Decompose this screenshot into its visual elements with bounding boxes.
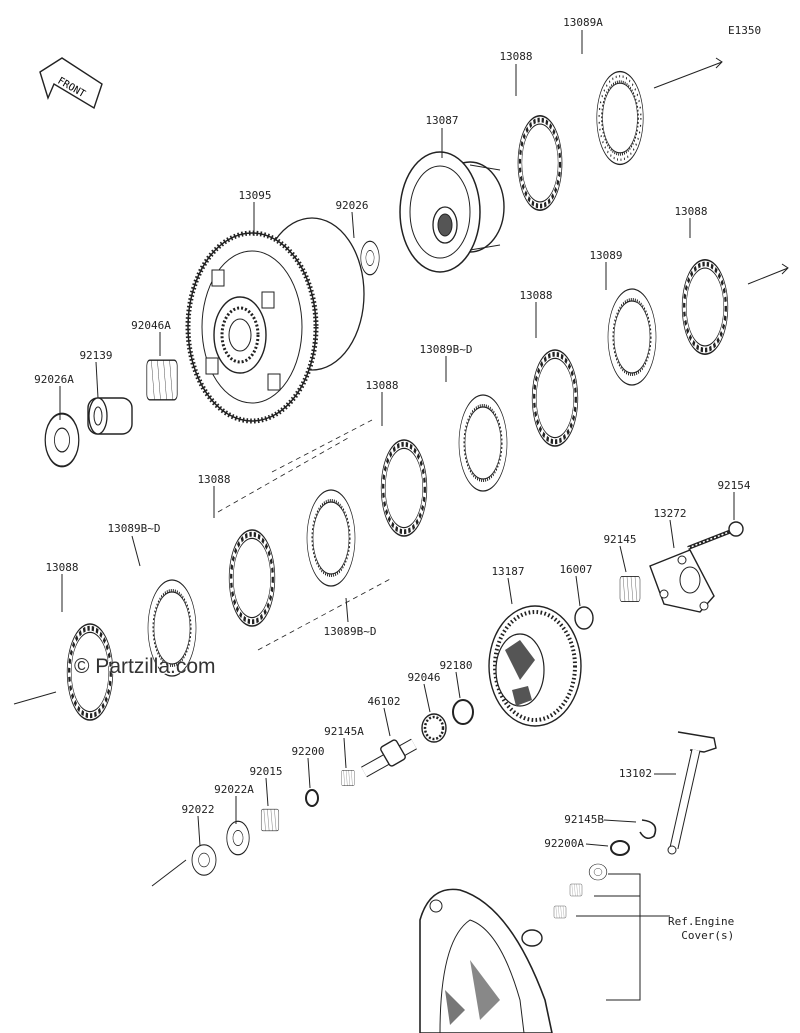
label-13088-b: 13088 bbox=[674, 205, 708, 218]
washer-ref-cover bbox=[588, 863, 608, 881]
pressure-plate-13187 bbox=[488, 605, 582, 727]
ring-92200a bbox=[610, 840, 630, 856]
label-13087: 13087 bbox=[425, 114, 459, 127]
label-92026a: 92026A bbox=[34, 373, 74, 386]
pointer-arrow-bottom bbox=[151, 859, 187, 887]
release-lever-13102 bbox=[667, 731, 717, 855]
spring-92145 bbox=[619, 575, 641, 603]
plate-13272 bbox=[649, 549, 715, 613]
washer-92022a bbox=[226, 820, 250, 856]
ring-16007 bbox=[574, 606, 594, 630]
friction-plate-2 bbox=[682, 260, 728, 354]
corner-code: E1350 bbox=[728, 24, 762, 37]
clutch-housing-13095 bbox=[185, 217, 365, 424]
stack-guide-lines bbox=[217, 419, 393, 651]
reference-note-line-1: Ref.Engine bbox=[668, 915, 735, 928]
washer-92022 bbox=[191, 844, 217, 876]
bearing-ref-cover-1 bbox=[569, 883, 583, 897]
label-13088-c: 13088 bbox=[519, 289, 553, 302]
reference-note-line-2: Cover(s) bbox=[681, 929, 735, 942]
ring-92200 bbox=[305, 789, 319, 807]
label-13088-e: 13088 bbox=[197, 473, 231, 486]
label-92139: 92139 bbox=[79, 349, 113, 362]
label-92145: 92145 bbox=[603, 533, 637, 546]
needle-bearing-92046a bbox=[146, 359, 178, 401]
pointer-arrow-left bbox=[13, 691, 57, 705]
leader-lines bbox=[59, 30, 735, 847]
label-13095: 13095 bbox=[238, 189, 272, 202]
label-13088-a: 13088 bbox=[499, 50, 533, 63]
washer-92180 bbox=[452, 699, 474, 725]
label-92022: 92022 bbox=[181, 803, 215, 816]
label-13272: 13272 bbox=[653, 507, 687, 520]
label-13089: 13089 bbox=[589, 249, 623, 262]
washer-92026a bbox=[44, 412, 80, 468]
bearing-92046 bbox=[421, 713, 447, 743]
friction-plate-1 bbox=[518, 116, 562, 210]
label-16007: 16007 bbox=[559, 563, 593, 576]
label-92046a: 92046A bbox=[131, 319, 171, 332]
spring-92145b bbox=[639, 819, 657, 840]
label-13089a: 13089A bbox=[563, 16, 603, 29]
label-13089b-d-b: 13089B~D bbox=[107, 522, 161, 535]
washer-92026 bbox=[360, 240, 380, 276]
steel-plate-2 bbox=[457, 393, 509, 493]
label-92046: 92046 bbox=[407, 671, 441, 684]
part-92015 bbox=[260, 808, 280, 832]
engine-cover bbox=[419, 888, 553, 1033]
friction-plate-3 bbox=[532, 350, 578, 446]
pointer-arrow-top bbox=[653, 57, 723, 89]
spring-92145a bbox=[341, 769, 355, 787]
rod-46102 bbox=[361, 738, 417, 778]
friction-plate-5 bbox=[229, 530, 275, 626]
pointer-arrow-right bbox=[747, 263, 789, 285]
reference-note: Ref.Engine Cover(s) bbox=[668, 915, 734, 943]
label-13089b-d-a: 13089B~D bbox=[419, 343, 473, 356]
label-13187: 13187 bbox=[491, 565, 525, 578]
front-arrow-icon: FRONT bbox=[39, 57, 103, 110]
label-92145a: 92145A bbox=[324, 725, 364, 738]
friction-plate-4 bbox=[381, 440, 427, 536]
watermark: © Partzilla.com bbox=[74, 655, 216, 678]
label-13102: 13102 bbox=[618, 767, 652, 780]
label-13088-f: 13088 bbox=[45, 561, 79, 574]
label-92200: 92200 bbox=[291, 745, 325, 758]
bearing-ref-cover-2 bbox=[553, 905, 567, 919]
label-92022a: 92022A bbox=[214, 783, 254, 796]
label-92200a: 92200A bbox=[544, 837, 584, 850]
label-92026: 92026 bbox=[335, 199, 369, 212]
label-46102: 46102 bbox=[367, 695, 401, 708]
label-13088-d: 13088 bbox=[365, 379, 399, 392]
label-13089b-d-c: 13089B~D bbox=[323, 625, 377, 638]
plate-13089a bbox=[596, 70, 644, 166]
steel-plate-1 bbox=[606, 287, 658, 387]
label-92145b: 92145B bbox=[564, 813, 604, 826]
ref-bracket-lines bbox=[576, 873, 670, 1001]
label-92015: 92015 bbox=[249, 765, 283, 778]
steel-plate-3 bbox=[305, 488, 357, 588]
bolt-92154 bbox=[687, 521, 744, 550]
collar-92139 bbox=[87, 397, 133, 435]
clutch-hub-13087 bbox=[399, 151, 505, 273]
label-92180: 92180 bbox=[439, 659, 473, 672]
label-92154: 92154 bbox=[717, 479, 751, 492]
